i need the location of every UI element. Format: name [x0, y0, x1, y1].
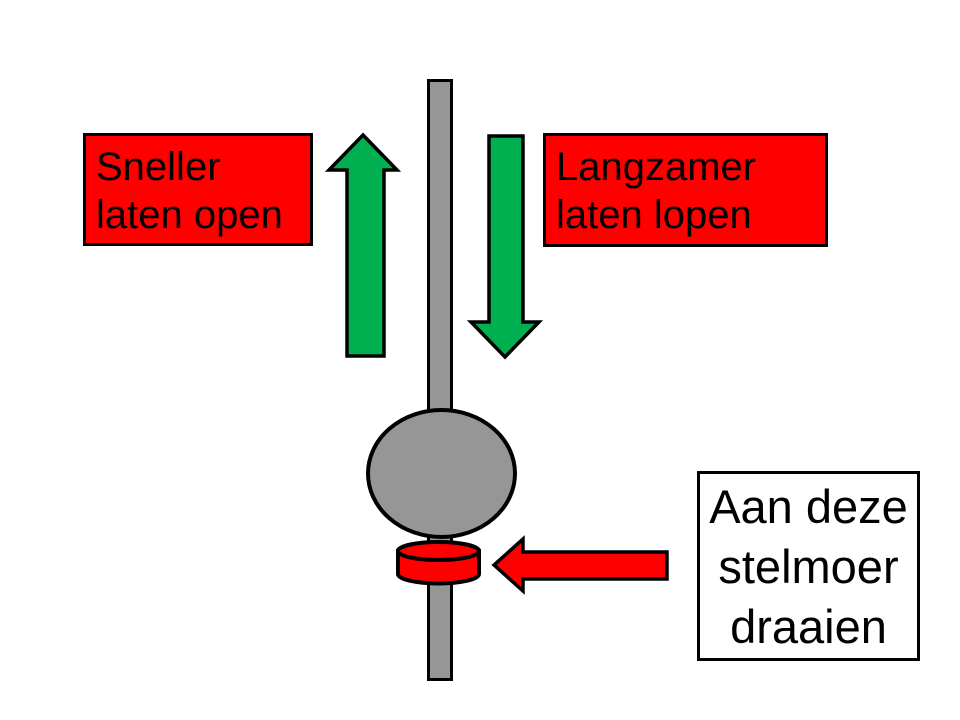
pendulum-rod-icon: [427, 79, 453, 681]
adjustment-nut-icon: [396, 540, 481, 586]
slow-down-arrow-icon: [466, 134, 544, 360]
nut-pointer-arrow-icon: [491, 535, 669, 595]
nut-label-line3: draaien: [730, 600, 887, 653]
nut-label-box: Aan deze stelmoer draaien: [697, 471, 920, 661]
slower-label-line2: laten lopen: [556, 193, 752, 237]
slower-label-line1: Langzamer: [556, 145, 757, 189]
slower-label-box: Langzamer laten lopen: [543, 133, 828, 247]
nut-label-line2: stelmoer: [718, 540, 899, 593]
pendulum-bob-icon: [366, 408, 517, 539]
nut-label-line1: Aan deze: [709, 480, 908, 533]
faster-label-line2: laten open: [96, 193, 283, 237]
faster-label-line1: Sneller: [96, 145, 221, 189]
faster-label-box: Sneller laten open: [83, 133, 313, 246]
speed-up-arrow-icon: [324, 132, 402, 358]
